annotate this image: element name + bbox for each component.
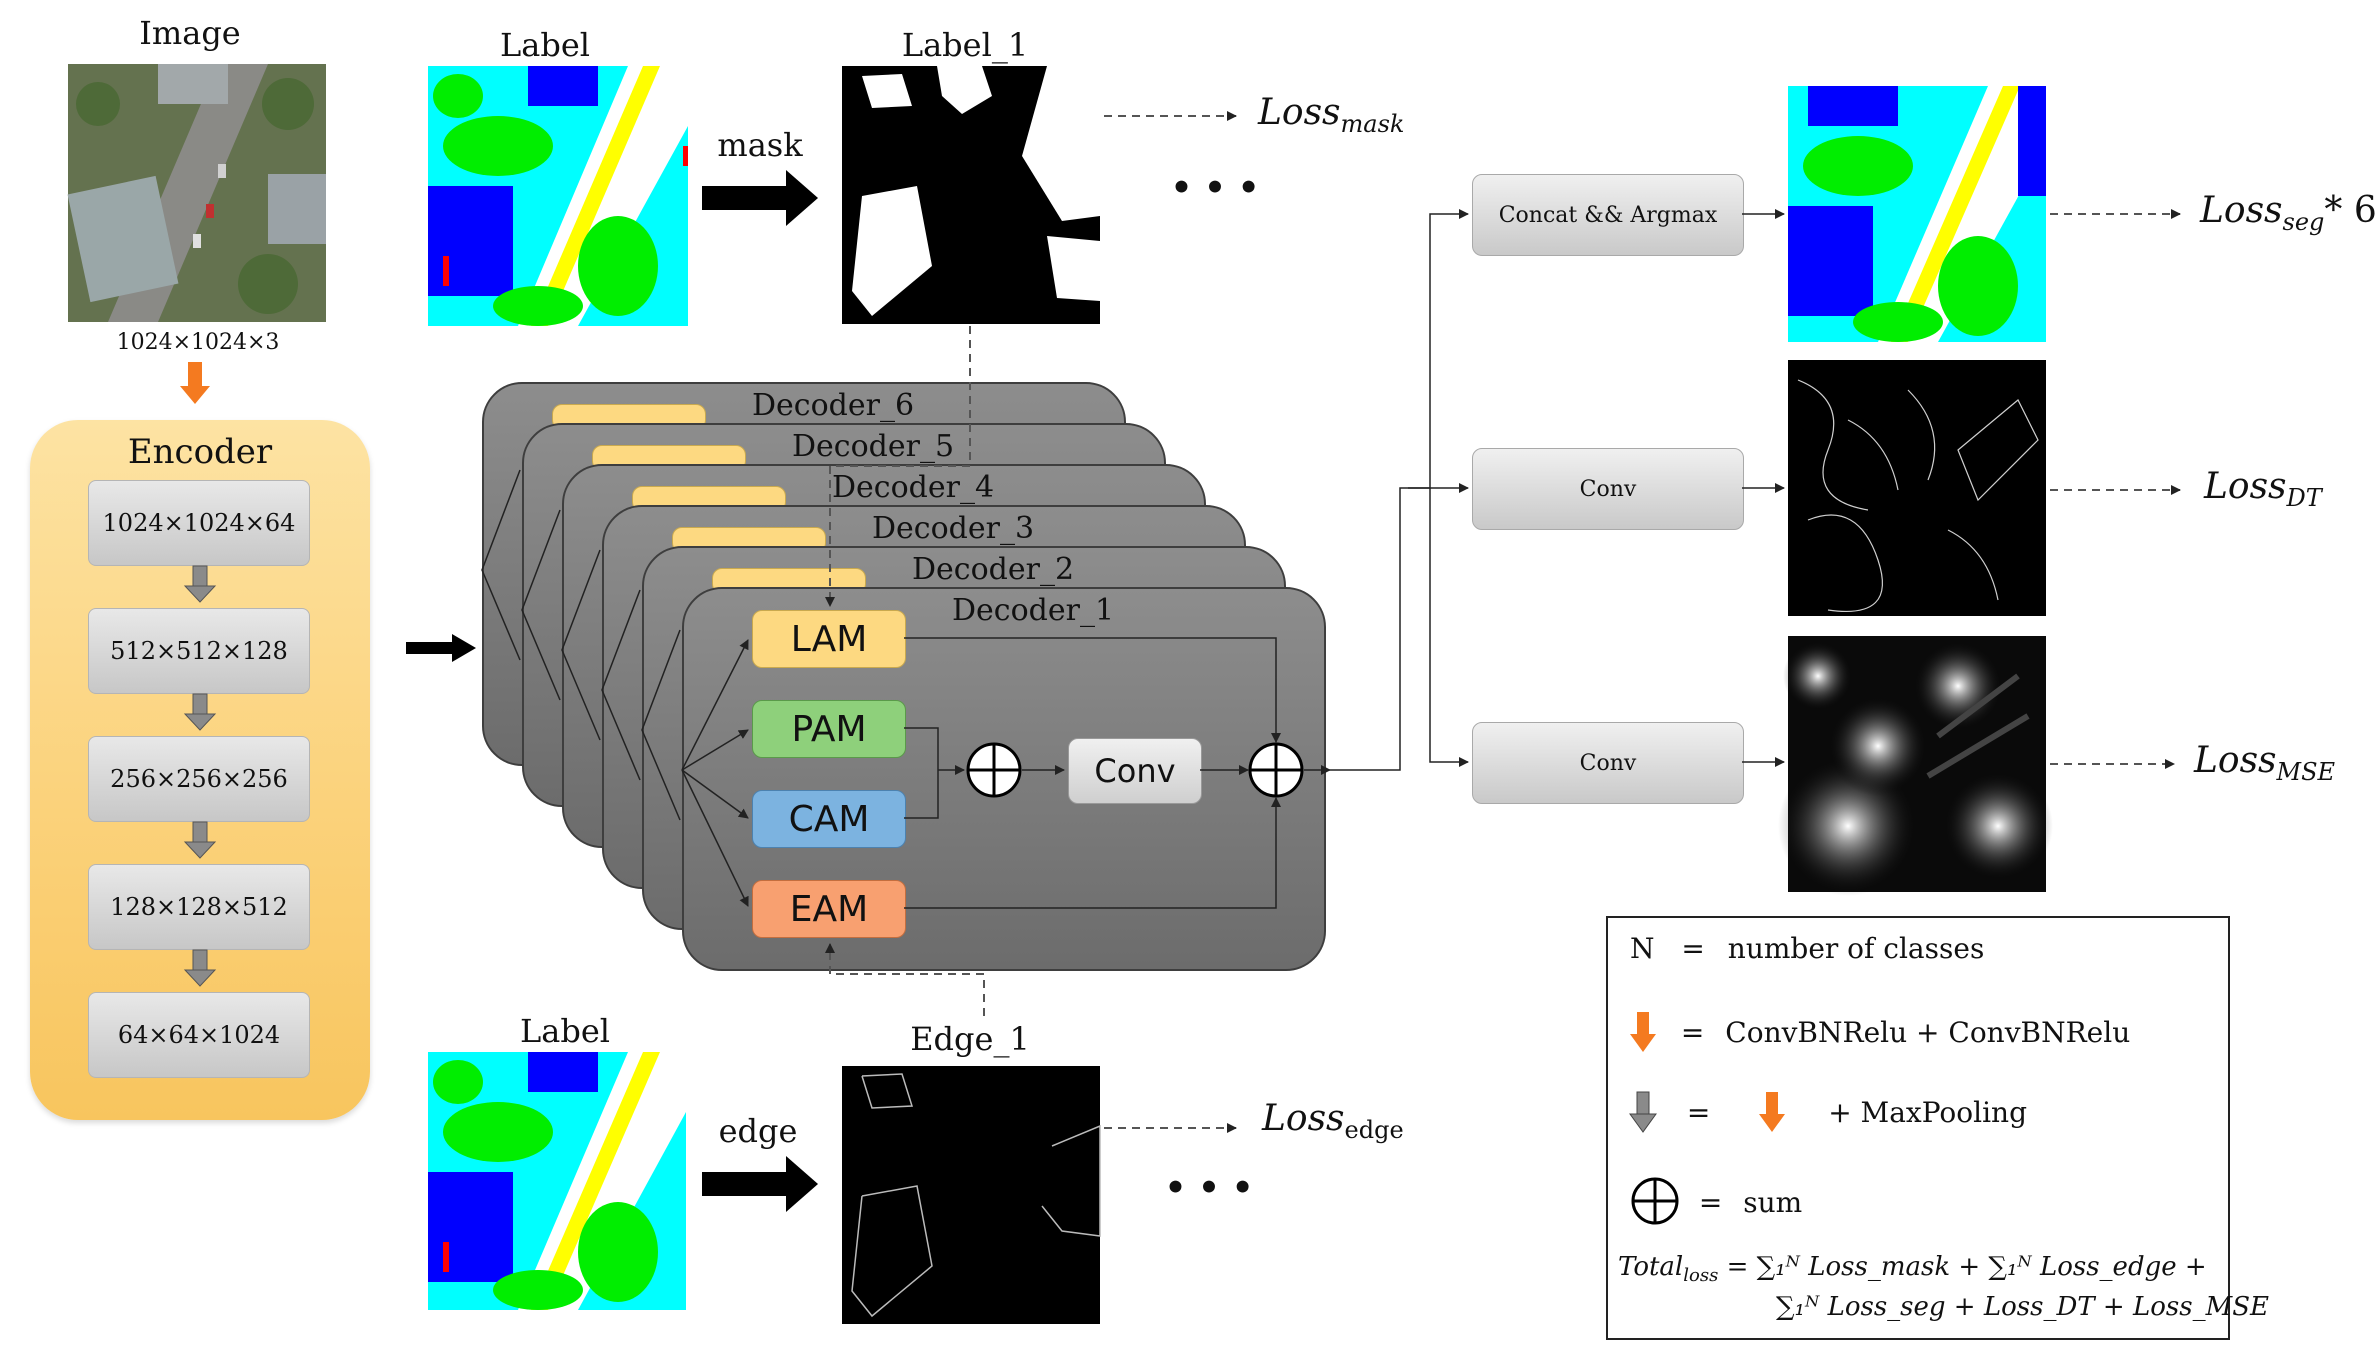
conv-dt-box: Conv bbox=[1472, 448, 1744, 530]
edge1-image bbox=[842, 1066, 1101, 1324]
decoder-1-title: Decoder_1 bbox=[952, 593, 1115, 628]
decoder-2-title: Decoder_2 bbox=[912, 552, 1075, 587]
mask-arrow bbox=[702, 170, 818, 226]
decoder-6-title: Decoder_6 bbox=[752, 388, 915, 423]
label-bottom-image bbox=[428, 1052, 686, 1310]
loss-mask-base: Loss bbox=[1258, 92, 1341, 133]
mask-arrow-label: mask bbox=[717, 126, 803, 164]
loss-seg-sub: seg bbox=[2282, 208, 2325, 237]
label1-mask-image bbox=[842, 66, 1100, 324]
orange-arrow-icon bbox=[1759, 1092, 1789, 1141]
legend-total-line2: ∑₁ᴺ Loss_seg + Loss_DT + Loss_MSE bbox=[1776, 1292, 2269, 1322]
label-top-image bbox=[428, 66, 688, 326]
legend-total-lhs-sub: loss bbox=[1683, 1265, 1719, 1287]
decoder-conv-module: Conv bbox=[1068, 738, 1202, 804]
encoder-panel: Encoder 1024×1024×64 512×512×128 256×256… bbox=[30, 420, 370, 1120]
legend-orange-row: = ConvBNRelu + ConvBNRelu bbox=[1630, 1012, 2130, 1061]
loss-dt-sub: DT bbox=[2286, 484, 2322, 513]
loss-edge-base: Loss bbox=[1262, 1098, 1345, 1139]
encoder-title: Encoder bbox=[127, 432, 273, 472]
edge1-to-eam-dash bbox=[825, 943, 985, 1016]
lam-module: LAM bbox=[752, 610, 906, 668]
encoder-to-decoder-arrow bbox=[406, 634, 476, 662]
decoder-internal-lines bbox=[904, 637, 1331, 909]
sum-icon bbox=[966, 742, 1022, 798]
sum-icon bbox=[1630, 1176, 1682, 1233]
eam-module: EAM bbox=[752, 880, 906, 938]
loss-mse: LossMSE bbox=[2194, 740, 2335, 786]
legend-total-lhs: Total bbox=[1618, 1252, 1684, 1282]
decoder-5-title: Decoder_5 bbox=[792, 429, 955, 464]
label-top-title: Label bbox=[500, 26, 590, 64]
label-bottom-title: Label bbox=[520, 1012, 610, 1050]
encoder-block: 64×64×1024 bbox=[88, 992, 310, 1078]
label1-title: Label_1 bbox=[901, 26, 1029, 64]
loss-mse-sub: MSE bbox=[2276, 758, 2336, 787]
loss-seg-base: Loss bbox=[2200, 190, 2283, 231]
gray-arrow-icon bbox=[1629, 1091, 1660, 1141]
legend-n-eq: = bbox=[1681, 932, 1705, 965]
loss-mask-sub: mask bbox=[1340, 110, 1405, 139]
legend-gray-eq: = bbox=[1686, 1096, 1711, 1129]
decoder-fan-lines bbox=[481, 469, 749, 907]
legend-n-text: number of classes bbox=[1727, 932, 1985, 965]
label1-to-lam-dash bbox=[825, 326, 971, 607]
orange-arrow-icon bbox=[180, 362, 210, 404]
decoder-3-title: Decoder_3 bbox=[872, 511, 1035, 546]
loss-dt: LossDT bbox=[2204, 466, 2322, 512]
legend-n-symbol: N bbox=[1630, 932, 1655, 965]
aerial-image bbox=[67, 64, 326, 322]
concat-argmax-box: Concat && Argmax bbox=[1472, 174, 1744, 256]
loss-seg: Lossseg* 6 bbox=[2200, 190, 2377, 236]
top-ellipsis: • • • bbox=[1170, 168, 1260, 208]
bottom-ellipsis: • • • bbox=[1164, 1168, 1254, 1208]
encoder-block: 256×256×256 bbox=[88, 736, 310, 822]
image-title: Image bbox=[139, 14, 241, 52]
encoder-block: 512×512×128 bbox=[88, 608, 310, 694]
decoder-4-title: Decoder_4 bbox=[832, 470, 995, 505]
edge-arrow-label: edge bbox=[718, 1112, 798, 1150]
edge-arrow bbox=[702, 1156, 818, 1212]
legend-sum-row: = sum bbox=[1630, 1176, 1802, 1233]
loss-mse-base: Loss bbox=[2194, 740, 2277, 781]
loss-edge-sub: edge bbox=[1344, 1116, 1404, 1145]
edge1-title: Edge_1 bbox=[910, 1020, 1030, 1058]
cam-module: CAM bbox=[752, 790, 906, 848]
dt-output-image bbox=[1788, 360, 2046, 616]
pam-module: PAM bbox=[752, 700, 906, 758]
legend-total-line1: Totalloss = ∑₁ᴺ Loss_mask + ∑₁ᴺ Loss_edg… bbox=[1618, 1252, 2207, 1286]
loss-seg-suffix: * 6 bbox=[2324, 190, 2377, 231]
sum-icon bbox=[1248, 742, 1304, 798]
legend-orange-eq: = bbox=[1680, 1016, 1705, 1049]
legend-gray-text: + MaxPooling bbox=[1828, 1096, 2027, 1129]
loss-dt-base: Loss bbox=[2204, 466, 2287, 507]
orange-arrow-icon bbox=[1630, 1012, 1660, 1061]
legend-gray-row: = + MaxPooling bbox=[1629, 1091, 2027, 1141]
legend-sum-text: sum bbox=[1743, 1186, 1803, 1219]
head-branch-lines bbox=[1330, 209, 1785, 771]
seg-output-image bbox=[1788, 86, 2046, 342]
legend-n-row: N = number of classes bbox=[1630, 932, 1984, 965]
mse-output-image bbox=[1778, 636, 2053, 896]
legend-total-rhs1: = ∑₁ᴺ Loss_mask + ∑₁ᴺ Loss_edge + bbox=[1726, 1252, 2207, 1282]
encoder-block: 128×128×512 bbox=[88, 864, 310, 950]
legend-total-rhs2: ∑₁ᴺ Loss_seg + Loss_DT + Loss_MSE bbox=[1776, 1292, 2269, 1322]
loss-edge: Lossedge bbox=[1262, 1098, 1404, 1144]
image-size: 1024×1024×3 bbox=[116, 330, 280, 355]
encoder-block: 1024×1024×64 bbox=[88, 480, 310, 566]
loss-mask: Lossmask bbox=[1258, 92, 1404, 138]
legend-sum-eq: = bbox=[1698, 1186, 1723, 1219]
gray-arrow-icon bbox=[183, 565, 217, 987]
conv-mse-box: Conv bbox=[1472, 722, 1744, 804]
legend-box: N = number of classes = ConvBNRelu + Con… bbox=[1606, 916, 2269, 1340]
legend-orange-text: ConvBNRelu + ConvBNRelu bbox=[1725, 1016, 2131, 1049]
